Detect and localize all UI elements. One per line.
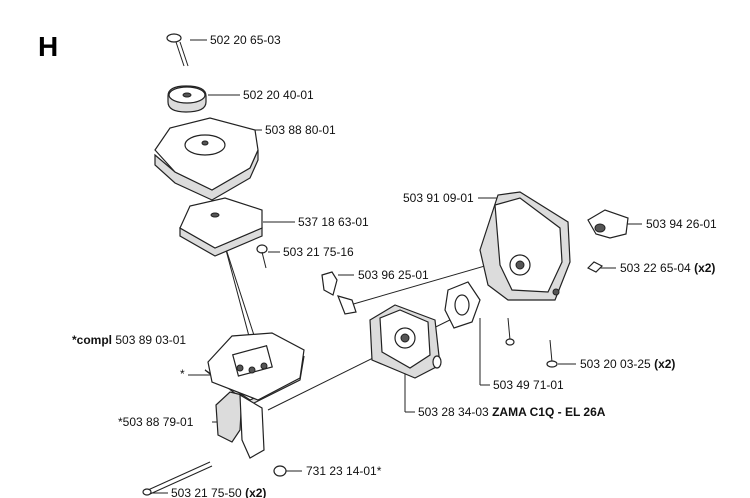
part-label-p6: *compl 503 89 03-01 (72, 333, 186, 347)
nut-part (273, 465, 287, 477)
part-label-p1: 502 20 65-03 (210, 33, 281, 47)
filter-element-part (179, 197, 263, 257)
part-label-p6-number: 503 89 03-01 (115, 333, 186, 347)
part-label-p15-suffix: (x2) (654, 357, 675, 371)
part-label-p12: 503 91 09-01 (403, 191, 474, 205)
part-label-p17-number: 503 28 34-03 (418, 405, 489, 419)
part-label-p7: * (180, 367, 185, 381)
part-label-p4: 537 18 63-01 (298, 215, 369, 229)
part-labels: 502 20 65-03 502 20 40-01 503 88 80-01 5… (72, 33, 717, 498)
intake-cover-part (479, 191, 571, 301)
filter-cover-part (154, 117, 259, 201)
gasket-part (444, 281, 481, 329)
part-label-p6-prefix: *compl (72, 333, 112, 347)
part-label-p17-suffix: ZAMA C1Q - EL 26A (492, 405, 606, 419)
link-part (321, 271, 357, 315)
part-label-p10-suffix: (x2) (245, 486, 266, 498)
rubber-boot-part (215, 391, 265, 459)
section-letter: H (38, 31, 58, 62)
part-label-p15: 503 20 03-25 (x2) (580, 357, 675, 371)
bolt-parts (505, 317, 558, 368)
screw-part (166, 33, 189, 67)
carburetor-housing-part (204, 332, 305, 406)
part-label-p16: 503 49 71-01 (493, 378, 564, 392)
part-label-p10: 503 21 75-50 (x2) (171, 486, 266, 498)
carburetor-part (369, 304, 442, 379)
part-label-p5: 503 21 75-16 (283, 245, 354, 259)
square-nut-part (586, 261, 604, 273)
bracket-part (587, 209, 629, 239)
part-label-p14-suffix: (x2) (694, 261, 715, 275)
part-label-p2: 502 20 40-01 (243, 88, 314, 102)
knob-nut-part (167, 85, 207, 113)
part-label-p14: 503 22 65-04 (x2) (620, 261, 715, 275)
part-label-p17: 503 28 34-03 ZAMA C1Q - EL 26A (418, 405, 606, 419)
part-label-p10-number: 503 21 75-50 (171, 486, 242, 498)
part-label-p14-number: 503 22 65-04 (620, 261, 691, 275)
long-screw-part (142, 461, 213, 496)
part-label-p9: 731 23 14-01* (306, 464, 382, 478)
small-screw-part (256, 244, 268, 269)
part-label-p8: *503 88 79-01 (118, 415, 194, 429)
part-label-p15-number: 503 20 03-25 (580, 357, 651, 371)
part-label-p13: 503 94 26-01 (646, 217, 717, 231)
part-label-p11: 503 96 25-01 (358, 268, 429, 282)
part-label-p3: 503 88 80-01 (265, 123, 336, 137)
